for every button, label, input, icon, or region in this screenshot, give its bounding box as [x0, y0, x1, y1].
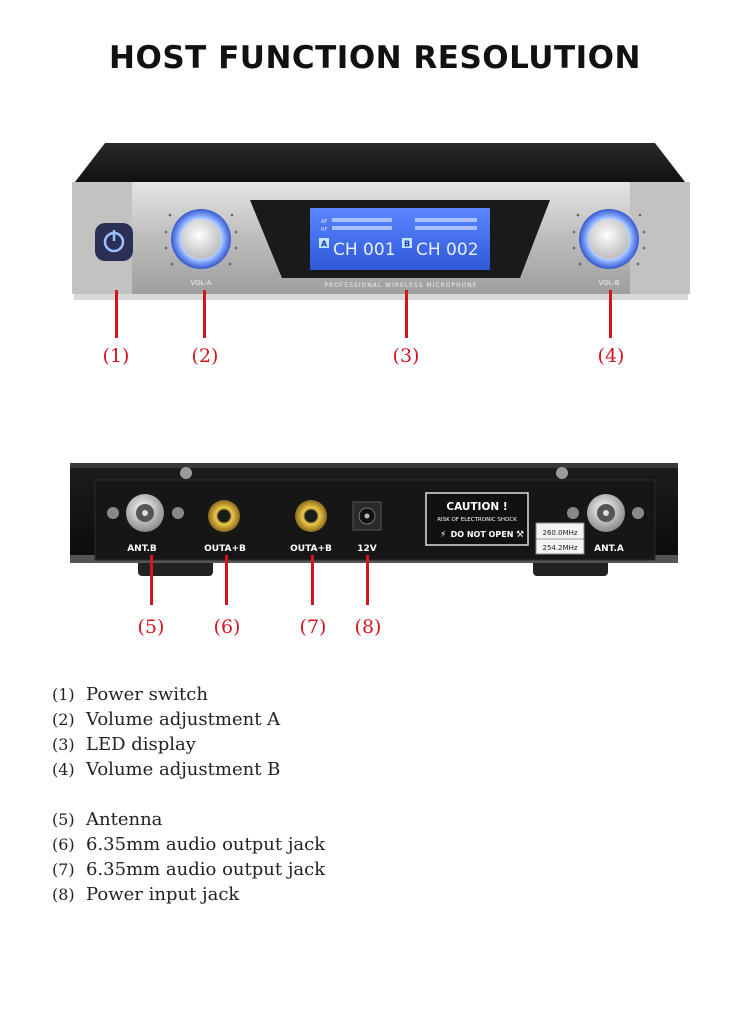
- legend-text: 6.35mm audio output jack: [86, 859, 326, 880]
- callout-line-8: [366, 555, 369, 605]
- callout-3: (3): [392, 345, 420, 367]
- audio-output-jack-1[interactable]: [208, 500, 240, 532]
- audio-output-jack-2[interactable]: [295, 500, 327, 532]
- callout-7: (7): [299, 616, 327, 638]
- power-input-jack[interactable]: [352, 501, 382, 531]
- callout-line-4: [609, 290, 612, 338]
- legend-text: Power switch: [86, 684, 208, 705]
- caution-warning: DO NOT OPEN: [451, 530, 514, 539]
- tools-icon: ⚒: [516, 530, 524, 540]
- lcd-channel-b: CH 002: [416, 240, 479, 260]
- legend-group-rear: (5) Antenna (6) 6.35mm audio output jack (…: [52, 807, 325, 907]
- frequency-sticker: 260.0MHz 254.2MHz: [535, 522, 585, 555]
- freq-2: 254.2MHz: [542, 544, 577, 552]
- legend-group-front: (1) Power switch (2) Volume adjustment A (…: [52, 682, 280, 782]
- legend-text: Volume adjustment A: [86, 709, 281, 730]
- callout-line-1: [115, 290, 118, 338]
- callout-line-7: [311, 555, 314, 605]
- legend-num: (1): [52, 685, 75, 704]
- legend-num: (3): [52, 735, 75, 754]
- legend-num: (5): [52, 810, 75, 829]
- rear-panel-image: ANT.B OUTA+B OUTA+B 12V CAUTION ! RISK O…: [70, 463, 678, 576]
- legend-item: (2) Volume adjustment A: [52, 707, 280, 732]
- legend-item: (6) 6.35mm audio output jack: [52, 832, 325, 857]
- callout-6: (6): [213, 616, 241, 638]
- out-2-label: OUTA+B: [290, 544, 332, 554]
- callout-line-2: [203, 290, 206, 338]
- legend-num: (8): [52, 885, 75, 904]
- caution-sub: RISK OF ELECTRONIC SHOCK: [437, 517, 517, 523]
- legend-text: Power input jack: [86, 884, 240, 905]
- callout-2: (2): [191, 345, 219, 367]
- legend-item: (4) Volume adjustment B: [52, 757, 280, 782]
- legend-item: (7) 6.35mm audio output jack: [52, 857, 325, 882]
- ant-a-label: ANT.A: [594, 544, 624, 554]
- brand-text: PROFESSIONAL WIRELESS MICROPHONE: [324, 282, 477, 289]
- legend-item: (3) LED display: [52, 732, 280, 757]
- power-label: 12V: [357, 544, 377, 554]
- antenna-b-connector: [107, 494, 184, 532]
- legend-text: LED display: [86, 734, 196, 755]
- callout-line-3: [405, 290, 408, 338]
- lightning-icon: ⚡: [440, 530, 446, 540]
- lcd-channel-a: CH 001: [333, 240, 396, 260]
- vol-a-label: VOL-A: [190, 279, 211, 287]
- volume-knob-a[interactable]: [171, 209, 231, 269]
- caution-title: CAUTION !: [446, 501, 507, 513]
- front-panel-image: AF RF A B CH 001 CH 002 VOL-A VOL-B PROF…: [72, 143, 690, 300]
- legend-num: (6): [52, 835, 75, 854]
- lcd-af-label: AF: [321, 219, 327, 225]
- legend-num: (2): [52, 710, 75, 729]
- out-1-label: OUTA+B: [204, 544, 246, 554]
- caution-label: CAUTION ! RISK OF ELECTRONIC SHOCK ⚡ DO …: [425, 492, 529, 546]
- lcd-badge-b: B: [404, 240, 410, 249]
- callout-line-6: [225, 555, 228, 605]
- legend-item: (8) Power input jack: [52, 882, 325, 907]
- lcd-rf-label: RF: [321, 227, 327, 233]
- lcd-badge-a: A: [321, 240, 328, 249]
- legend-text: Antenna: [86, 809, 163, 830]
- legend-item: (1) Power switch: [52, 682, 280, 707]
- legend-item: (5) Antenna: [52, 807, 325, 832]
- freq-1: 260.0MHz: [542, 529, 577, 537]
- callout-1: (1): [102, 345, 130, 367]
- callout-4: (4): [597, 345, 625, 367]
- callout-line-5: [150, 555, 153, 605]
- vol-b-label: VOL-B: [598, 279, 619, 287]
- legend-text: Volume adjustment B: [86, 759, 281, 780]
- legend-num: (7): [52, 860, 75, 879]
- antenna-a-connector: [567, 494, 644, 532]
- legend-text: 6.35mm audio output jack: [86, 834, 326, 855]
- ant-b-label: ANT.B: [127, 544, 157, 554]
- callout-8: (8): [354, 616, 382, 638]
- led-display: AF RF A B CH 001 CH 002: [310, 208, 490, 270]
- power-switch[interactable]: [95, 223, 133, 261]
- legend-num: (4): [52, 760, 75, 779]
- page-title: HOST FUNCTION RESOLUTION: [109, 40, 641, 76]
- volume-knob-b[interactable]: [579, 209, 639, 269]
- callout-5: (5): [137, 616, 165, 638]
